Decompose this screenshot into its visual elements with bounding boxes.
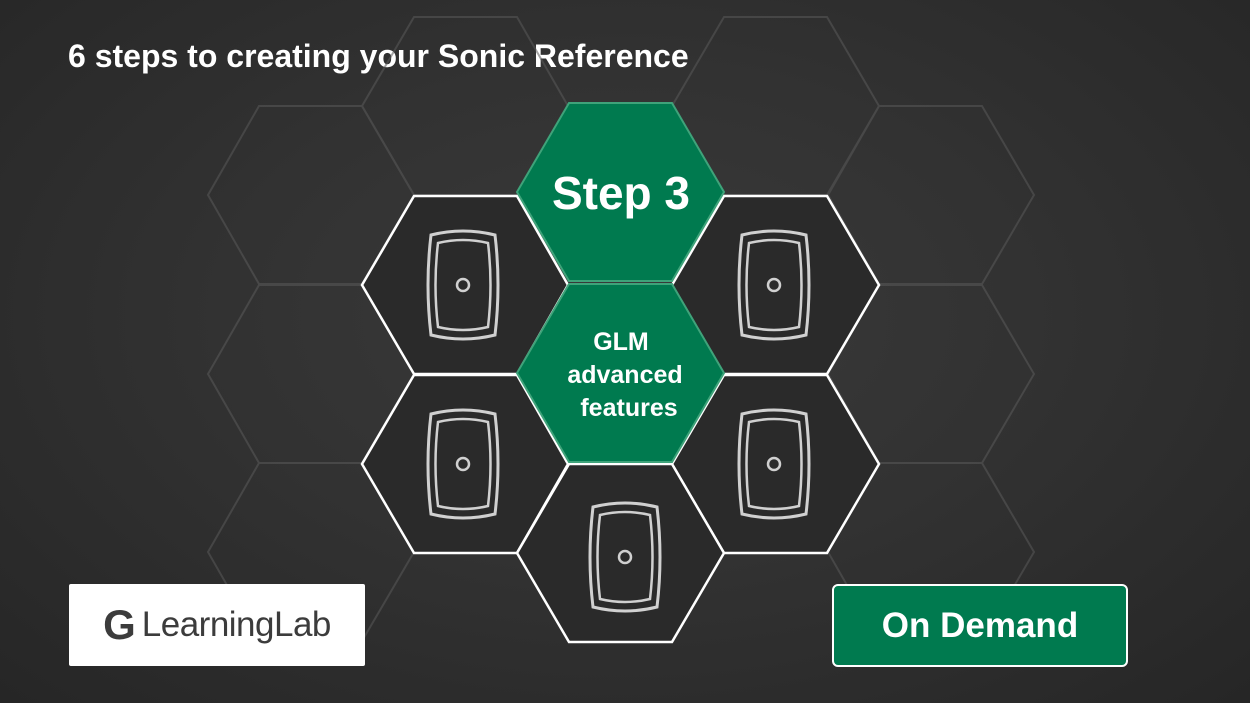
headline: 6 steps to creating your Sonic Reference <box>68 38 689 74</box>
logo-mark: G <box>103 601 136 648</box>
step-label: Step 3 <box>552 167 690 219</box>
feature-line-2: advanced <box>567 361 682 389</box>
hex-step: Step 3 <box>515 102 726 282</box>
logo-text: LearningLab <box>141 605 332 644</box>
learninglab-logo: G LearningLab <box>69 584 365 666</box>
hex-feature: GLM advanced features <box>515 283 726 463</box>
feature-line-1: GLM <box>593 328 649 356</box>
hex-speaker-bottom <box>515 462 726 644</box>
on-demand-button[interactable]: On Demand <box>832 584 1128 667</box>
feature-line-3: features <box>580 394 677 422</box>
